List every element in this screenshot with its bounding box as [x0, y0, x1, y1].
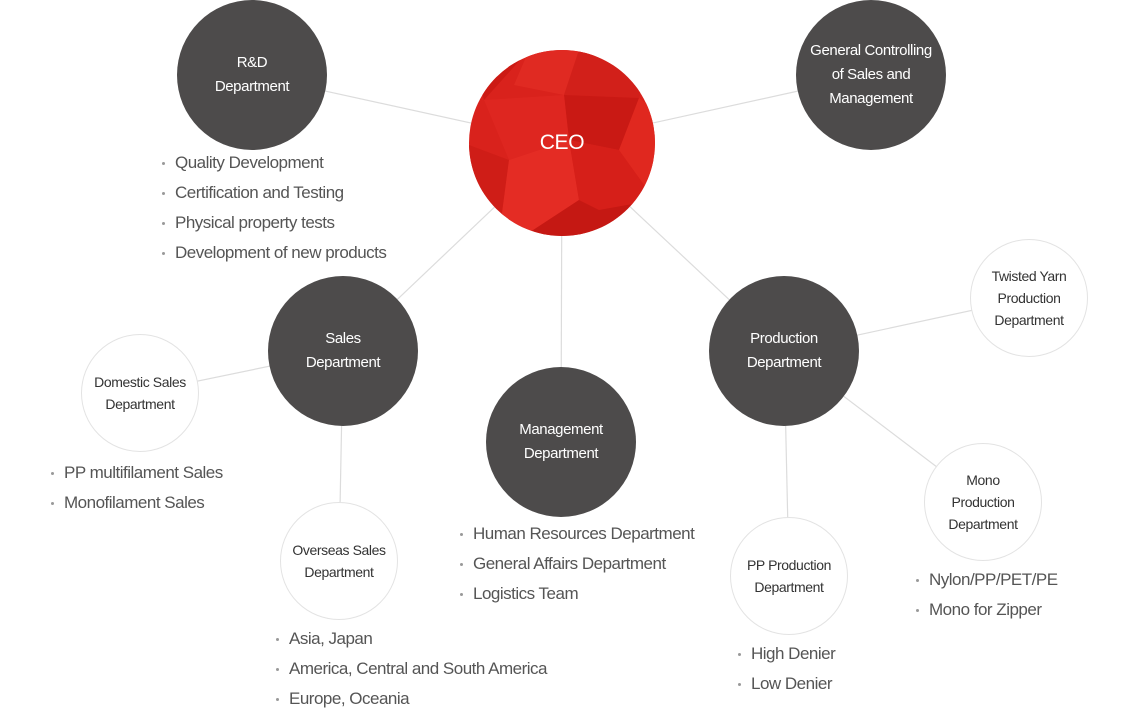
mono-production-items-list: Nylon/PP/PET/PE Mono for Zipper — [914, 565, 1058, 625]
list-item: Development of new products — [160, 238, 387, 268]
twisted-yarn-label: Twisted Yarn Production Department — [991, 268, 1067, 328]
list-item: Quality Development — [160, 148, 386, 178]
mono-production-label: Mono Production Department — [948, 472, 1018, 532]
production-department-label: Production Department — [746, 330, 822, 371]
rnd-department-node: R&D Department — [177, 0, 327, 150]
list-item: High Denier — [736, 639, 836, 669]
pp-production-label: PP Production Department — [746, 557, 832, 595]
sales-department-label: Sales Department — [305, 330, 381, 371]
management-department-node: Management Department — [486, 367, 636, 517]
overseas-sales-node: Overseas Sales Department — [280, 502, 398, 620]
general-controlling-label: General Controlling of Sales and Managem… — [810, 42, 932, 107]
management-department-label: Management Department — [519, 421, 603, 462]
list-item: Mono for Zipper — [914, 595, 1058, 625]
production-department-node: Production Department — [709, 276, 859, 426]
list-item: America, Central and South America — [274, 654, 547, 684]
list-item: Monofilament Sales — [49, 488, 223, 518]
management-items-list: Human Resources Department General Affai… — [458, 519, 695, 609]
list-item: Physical property tests — [160, 208, 386, 238]
domestic-sales-label: Domestic Sales Department — [94, 374, 186, 412]
list-item: Low Denier — [736, 669, 835, 699]
ceo-label: CEO — [539, 131, 585, 154]
rnd-department-label: R&D Department — [214, 54, 290, 95]
pp-production-items-list: High Denier Low Denier — [736, 639, 836, 699]
list-item: Asia, Japan — [274, 624, 547, 654]
list-item: Logistics Team — [458, 579, 694, 609]
general-controlling-node: General Controlling of Sales and Managem… — [796, 0, 946, 150]
domestic-sales-items-list: PP multifilament Sales Monofilament Sale… — [49, 458, 223, 518]
list-item: Certification and Testing — [160, 178, 386, 208]
pp-production-node: PP Production Department — [730, 517, 848, 635]
list-item: Nylon/PP/PET/PE — [914, 565, 1058, 595]
ceo-node: CEO — [469, 50, 655, 236]
list-item: Human Resources Department — [458, 519, 695, 549]
list-item: Europe, Oceania — [274, 684, 547, 714]
twisted-yarn-node: Twisted Yarn Production Department — [970, 239, 1088, 357]
ceo-faceted-background — [469, 50, 655, 236]
overseas-sales-items-list: Asia, Japan America, Central and South A… — [274, 624, 547, 714]
domestic-sales-node: Domestic Sales Department — [81, 334, 199, 452]
list-item: General Affairs Department — [458, 549, 694, 579]
list-item: PP multifilament Sales — [49, 458, 223, 488]
rnd-items-list: Quality Development Certification and Te… — [160, 148, 387, 268]
mono-production-node: Mono Production Department — [924, 443, 1042, 561]
overseas-sales-label: Overseas Sales Department — [292, 542, 386, 580]
sales-department-node: Sales Department — [268, 276, 418, 426]
